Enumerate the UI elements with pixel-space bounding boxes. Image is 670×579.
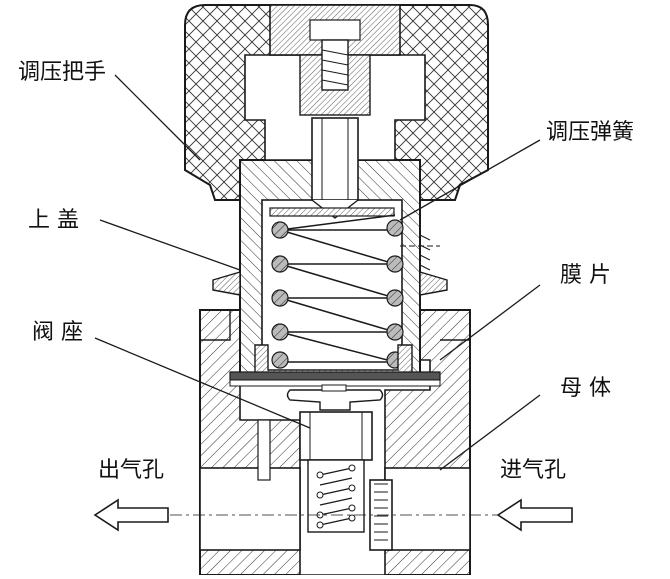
outlet-arrow — [93, 498, 169, 532]
label-cover: 上 盖 — [28, 208, 79, 233]
label-inlet: 进气孔 — [500, 458, 567, 483]
leader-body — [439, 394, 541, 471]
label-outlet: 出气孔 — [98, 458, 165, 483]
leader-valve-seat — [94, 337, 311, 429]
diaphragm — [229, 371, 441, 387]
adjusting-spring — [254, 207, 413, 381]
leader-diaphragm — [439, 284, 541, 361]
label-valve-seat: 阀 座 — [32, 320, 83, 345]
leader-spring — [399, 139, 541, 221]
label-body: 母 体 — [560, 376, 611, 401]
label-diaphragm: 膜 片 — [560, 263, 611, 288]
leader-handle — [114, 74, 201, 161]
leader-cover — [99, 219, 241, 271]
label-spring: 调压弹簧 — [546, 120, 635, 145]
inlet-arrow — [496, 498, 573, 532]
label-handle: 调压把手 — [18, 60, 107, 85]
adjusting-screw — [299, 39, 371, 219]
